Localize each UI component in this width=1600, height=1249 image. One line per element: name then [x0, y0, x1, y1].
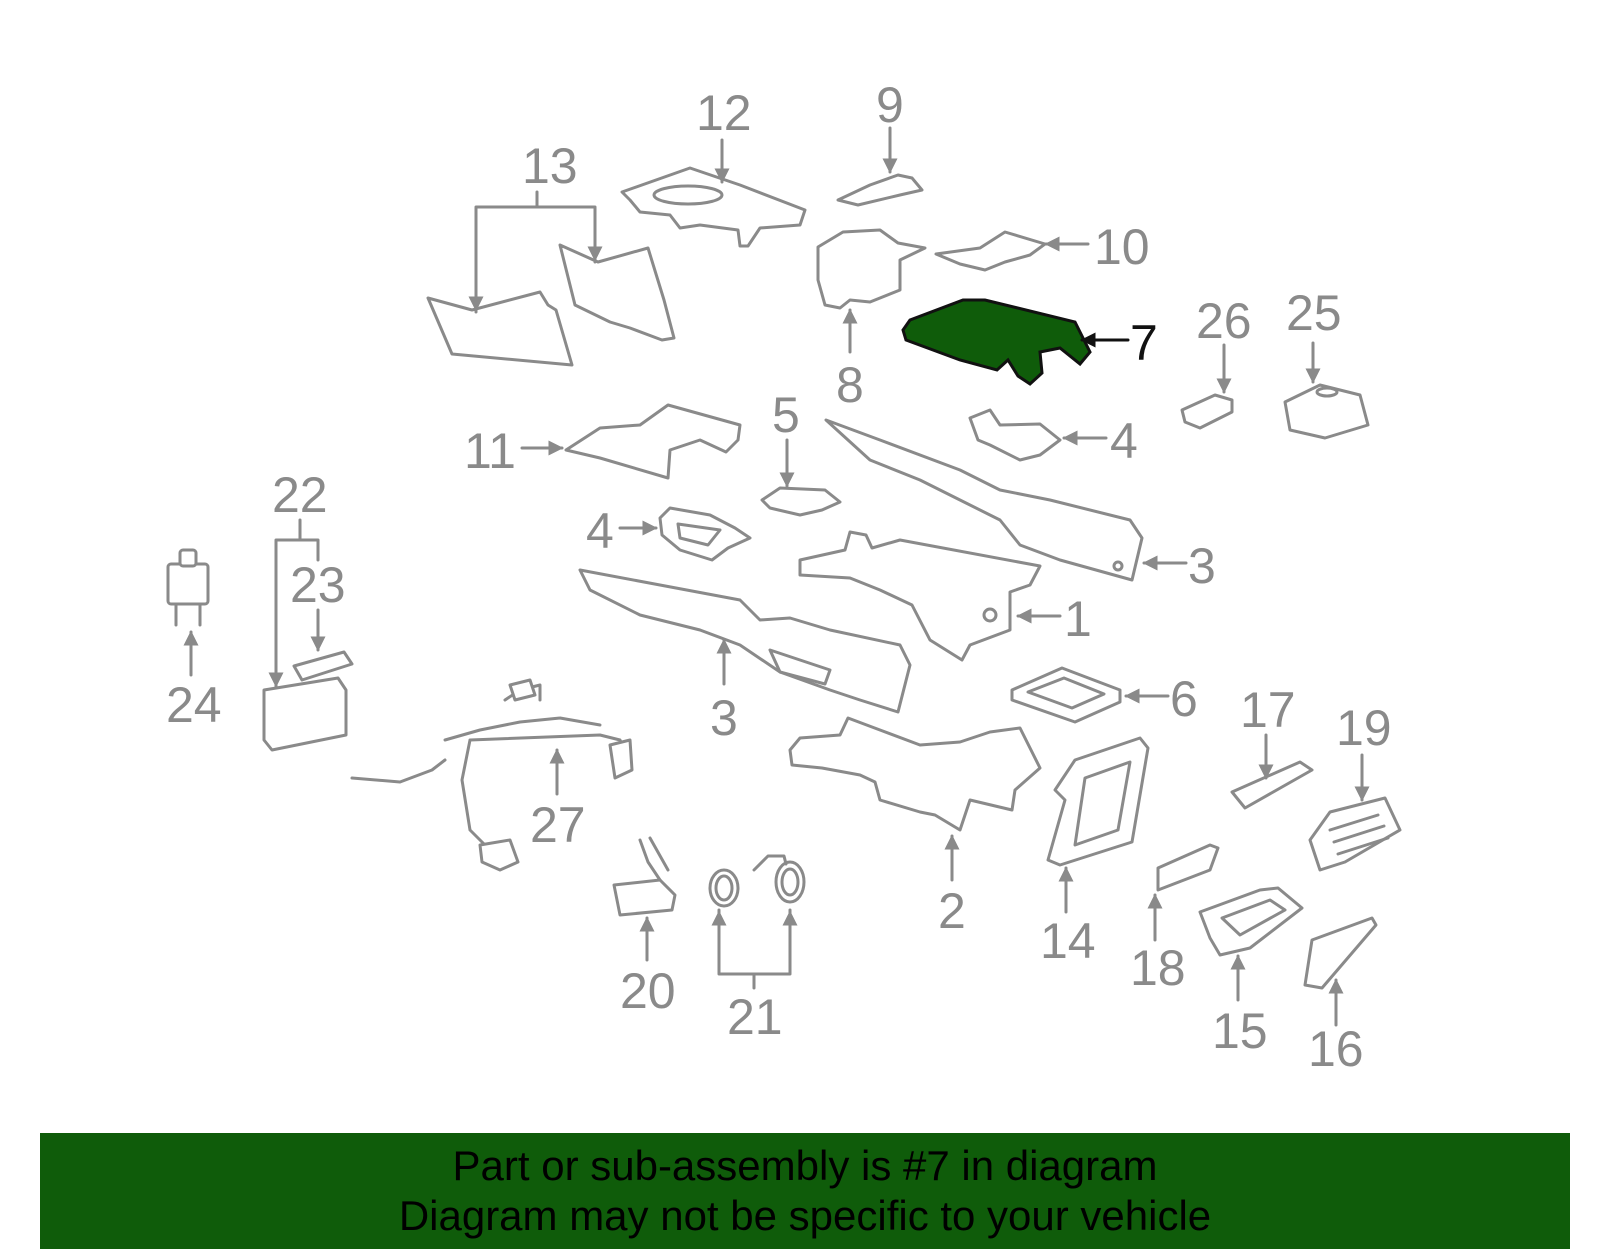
part-23-lamp[interactable] [292, 650, 354, 682]
label-6: 6 [1170, 671, 1198, 727]
label-3-left: 3 [710, 690, 738, 746]
label-21: 21 [727, 989, 783, 1045]
label-8: 8 [836, 357, 864, 413]
label-3-right: 3 [1188, 538, 1216, 594]
label-2: 2 [938, 883, 966, 939]
label-19: 19 [1336, 700, 1392, 756]
part-3-right-side-panel[interactable] [824, 418, 1144, 582]
part-2-console-frame[interactable] [788, 716, 1042, 832]
callout-4-upper: 4 [1062, 413, 1138, 469]
callout-4-lower: 4 [586, 503, 658, 559]
label-25: 25 [1286, 285, 1342, 341]
label-16: 16 [1308, 1021, 1364, 1077]
label-17: 17 [1240, 682, 1296, 738]
label-14: 14 [1040, 913, 1096, 969]
label-4-upper: 4 [1110, 413, 1138, 469]
banner-line-1: Part or sub-assembly is #7 in diagram [452, 1142, 1158, 1189]
label-27: 27 [530, 797, 586, 853]
callout-13: 13 [468, 138, 603, 314]
callout-7: 7 [1080, 315, 1158, 371]
banner-background [40, 1133, 1570, 1249]
part-8-cup-holder[interactable] [816, 228, 927, 310]
label-11: 11 [464, 423, 516, 479]
callout-11: 11 [464, 423, 564, 479]
label-13: 13 [522, 138, 578, 194]
label-15: 15 [1212, 1003, 1268, 1059]
callout-12: 12 [696, 85, 752, 184]
info-banner: Part or sub-assembly is #7 in diagram Di… [40, 1133, 1570, 1249]
callout-2: 2 [938, 834, 966, 939]
part-9-trim-plate[interactable] [836, 173, 924, 207]
label-7: 7 [1130, 315, 1158, 371]
label-1: 1 [1064, 591, 1092, 647]
part-4-upper-bracket[interactable] [968, 408, 1062, 462]
callout-22: 22 [268, 467, 328, 690]
part-25-module[interactable] [1283, 383, 1370, 440]
label-12: 12 [696, 85, 752, 141]
label-26: 26 [1196, 293, 1252, 349]
callout-19: 19 [1336, 700, 1392, 802]
part-3-left-side-panel[interactable] [578, 568, 912, 714]
callout-1: 1 [1016, 591, 1092, 647]
callout-9: 9 [876, 77, 904, 174]
callout-17: 17 [1240, 682, 1296, 780]
callout-24: 24 [166, 630, 222, 733]
callout-20: 20 [620, 916, 676, 1019]
callout-8: 8 [836, 308, 864, 413]
part-27-wiring-harness[interactable] [350, 678, 634, 872]
part-4-lower-bezel[interactable] [658, 506, 752, 562]
label-24: 24 [166, 677, 222, 733]
part-20-power-outlet[interactable] [612, 836, 677, 917]
part-15-storage-bin[interactable] [1198, 886, 1304, 957]
label-23: 23 [290, 557, 346, 613]
callout-3-right: 3 [1142, 538, 1216, 594]
callout-16: 16 [1308, 978, 1364, 1077]
callout-3-left: 3 [710, 638, 738, 746]
callout-18: 18 [1130, 893, 1186, 996]
callout-26: 26 [1196, 293, 1252, 394]
part-18-trim-panel[interactable] [1156, 843, 1220, 892]
label-4-lower: 4 [586, 503, 614, 559]
label-5: 5 [772, 387, 800, 443]
part-7-shape [901, 298, 1092, 386]
part-26-switch[interactable] [1180, 393, 1234, 430]
callout-21: 21 [711, 908, 798, 1045]
callout-25: 25 [1286, 285, 1342, 384]
part-1-console-base[interactable] [798, 530, 1042, 662]
label-22: 22 [272, 467, 328, 523]
part-6-tray[interactable] [1010, 666, 1122, 724]
part-17-trim-strip[interactable] [1230, 760, 1314, 810]
callout-27: 27 [530, 748, 586, 853]
callout-23: 23 [290, 557, 346, 652]
label-20: 20 [620, 963, 676, 1019]
part-11-bracket[interactable] [564, 403, 742, 480]
callout-6: 6 [1124, 671, 1198, 727]
part-10-trim-plate[interactable] [934, 230, 1047, 272]
part-5-clip[interactable] [760, 486, 842, 517]
part-12-cupholder-plate[interactable] [620, 166, 807, 248]
label-9: 9 [876, 77, 904, 133]
callout-14: 14 [1040, 866, 1096, 969]
label-18: 18 [1130, 940, 1186, 996]
part-22-receptacle[interactable] [262, 676, 348, 752]
label-10: 10 [1094, 219, 1150, 275]
banner-line-2: Diagram may not be specific to your vehi… [398, 1192, 1212, 1239]
part-21-outlet-rings[interactable] [708, 854, 806, 908]
part-14-front-bezel[interactable] [1046, 736, 1150, 867]
callout-10: 10 [1044, 219, 1150, 275]
part-13-side-panels[interactable] [426, 243, 676, 367]
part-24-switch[interactable] [166, 548, 210, 627]
callout-15: 15 [1212, 954, 1268, 1059]
callout-5: 5 [772, 387, 800, 488]
part-19-air-vent[interactable] [1308, 796, 1402, 872]
part-7-armrest-lid[interactable] [901, 298, 1092, 386]
part-16-cover-plate[interactable] [1303, 916, 1378, 990]
